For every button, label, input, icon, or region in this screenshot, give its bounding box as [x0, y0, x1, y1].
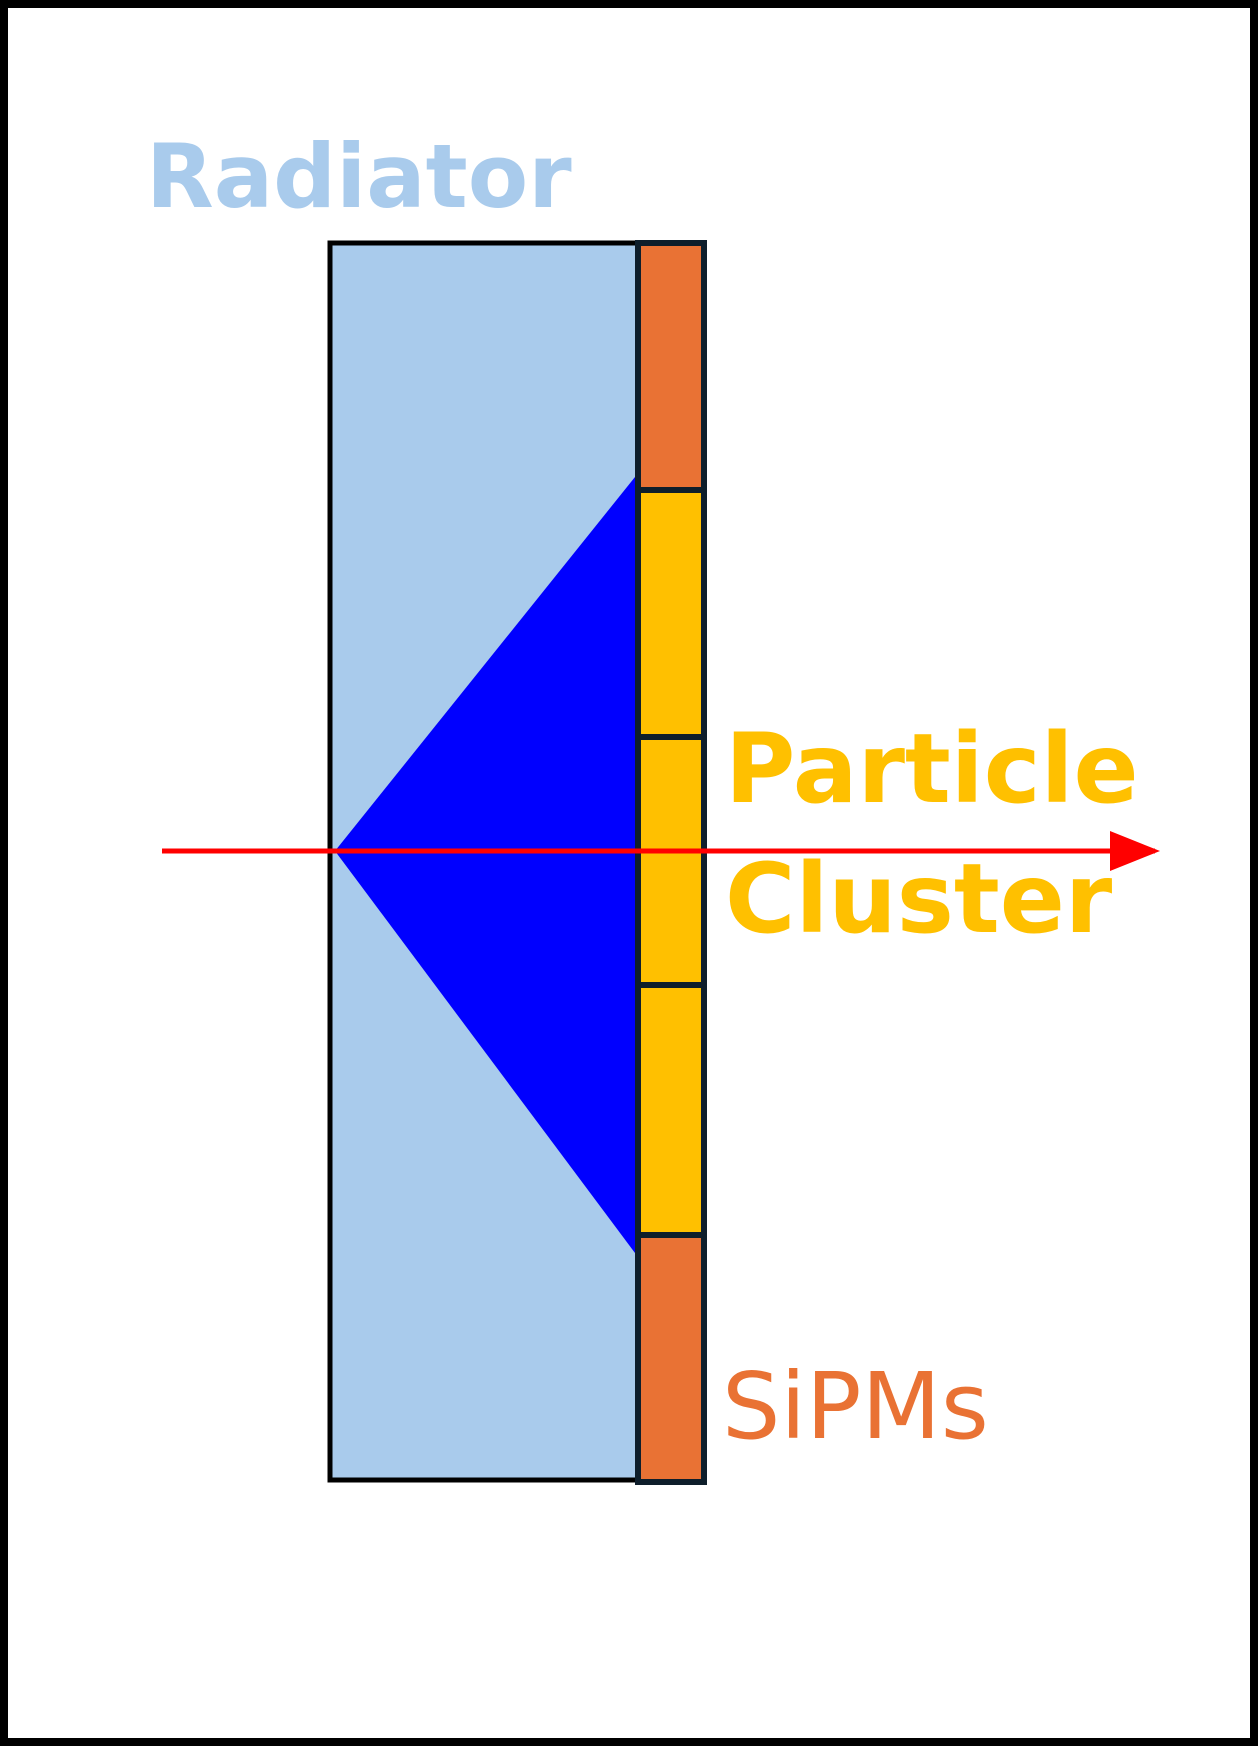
- cherenkov-cone: [335, 477, 635, 1253]
- cluster-cell: [635, 734, 707, 988]
- sipm-strip: [635, 240, 707, 1485]
- sipms-label: SiPMs: [722, 1353, 989, 1460]
- sipm-cell: [635, 240, 707, 493]
- cluster-cell: [635, 487, 707, 740]
- cluster-label: Cluster: [725, 843, 1113, 955]
- sipm-cell: [635, 1232, 707, 1485]
- radiator-label: Radiator: [146, 125, 572, 228]
- particle-label: Particle: [725, 713, 1139, 825]
- cluster-cell: [635, 982, 707, 1238]
